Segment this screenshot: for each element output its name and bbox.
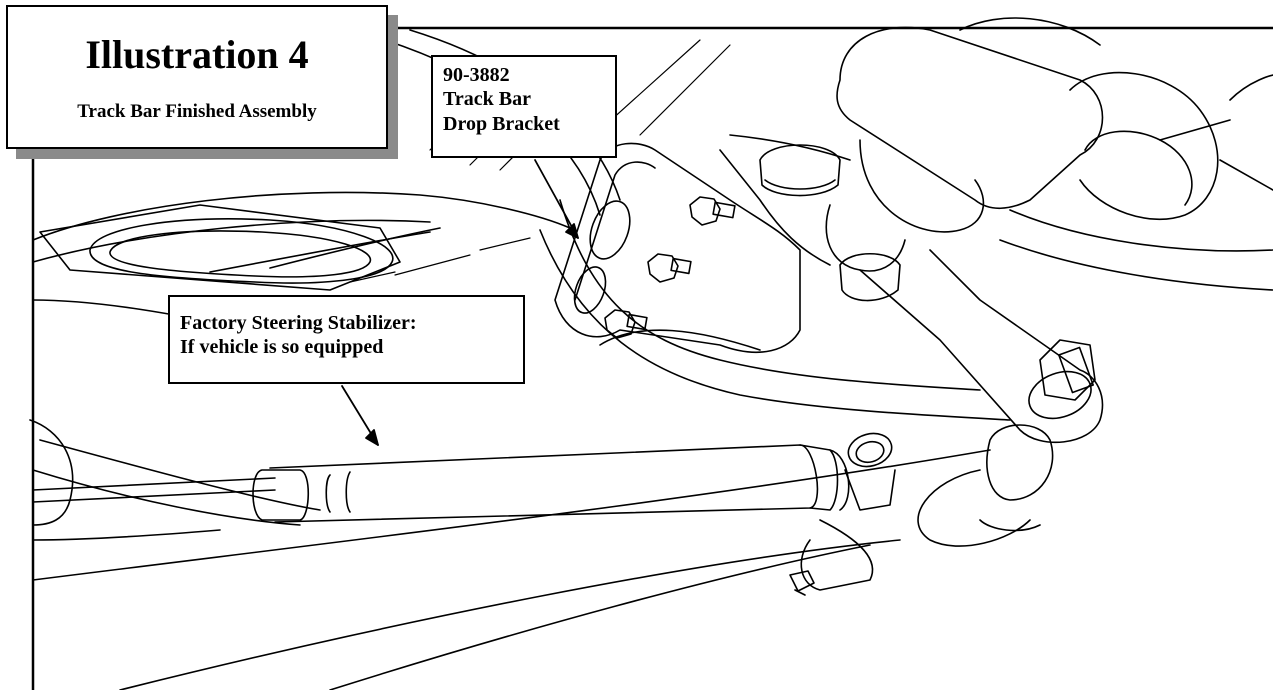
illustration-subtitle: Track Bar Finished Assembly	[77, 100, 317, 122]
illustration-title: Illustration 4	[85, 32, 309, 77]
axle-housing	[29, 29, 1011, 541]
frame-rail	[32, 191, 571, 331]
part-name-line-2: Drop Bracket	[443, 112, 560, 135]
part-name-line-1: Track Bar	[443, 88, 531, 111]
spring-seat	[759, 144, 901, 302]
bracket-bolt-top	[689, 196, 736, 226]
steering-knuckle	[825, 17, 1273, 444]
stabilizer-note: If vehicle is so equipped	[180, 336, 384, 359]
stabilizer-callout: Factory Steering Stabilizer: If vehicle …	[168, 295, 525, 384]
drop-bracket	[554, 134, 851, 353]
callout-arrows	[341, 159, 579, 446]
part-number: 90-3882	[443, 64, 510, 86]
bracket-bolt-bottom	[604, 309, 648, 339]
drag-link	[32, 449, 991, 690]
title-box: Illustration 4 Track Bar Finished Assemb…	[6, 5, 388, 149]
bracket-bolt-middle	[647, 253, 692, 283]
tie-rod-end	[917, 339, 1096, 547]
part-number-callout: 90-3882 Track Bar Drop Bracket	[431, 55, 617, 158]
stabilizer-label: Factory Steering Stabilizer:	[180, 312, 417, 334]
steering-stabilizer	[32, 432, 896, 523]
